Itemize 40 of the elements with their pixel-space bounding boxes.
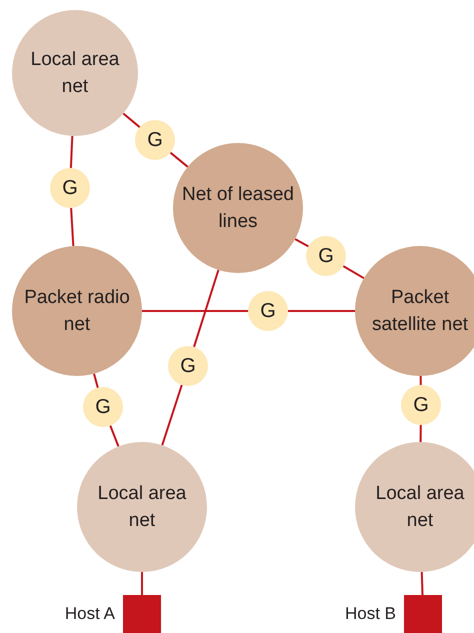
connector-line	[420, 572, 424, 596]
connector-line	[142, 310, 248, 312]
gateway-label: G	[318, 244, 334, 268]
connector-line	[109, 425, 120, 447]
gateway-label: G	[180, 354, 196, 378]
gateway-circle	[83, 387, 123, 427]
gateway-label: G	[413, 392, 429, 418]
connector-line	[70, 136, 74, 168]
network-label: Local area net	[30, 48, 120, 99]
host-label: Host A	[64, 604, 115, 624]
connector-line	[122, 112, 140, 128]
connector-line	[294, 238, 309, 248]
gateway-circle	[168, 346, 208, 386]
connector-line	[193, 270, 220, 348]
connector-line	[70, 208, 74, 246]
network-label: Packet radio net	[23, 286, 131, 337]
gateway-label: G	[95, 394, 111, 420]
gateway-circle	[135, 120, 175, 160]
connector-line	[170, 152, 188, 168]
connector-line	[420, 376, 422, 386]
connector-line	[420, 424, 422, 442]
gateway-circle	[50, 168, 90, 208]
host-square	[123, 595, 161, 633]
gateway-circle	[248, 291, 288, 331]
network-label: Net of leased lines	[181, 183, 295, 234]
network-label: Local area net	[96, 482, 188, 533]
gateway-label: G	[62, 176, 78, 200]
network-label: Packet satellite net	[370, 286, 470, 337]
connector-line	[93, 373, 99, 388]
gateway-circle	[306, 236, 346, 276]
host-square	[404, 595, 442, 633]
gateway-label: G	[260, 298, 276, 324]
connector-line	[141, 572, 143, 595]
gateway-label: G	[147, 128, 163, 152]
host-label: Host B	[344, 604, 396, 624]
connector-line	[161, 384, 183, 446]
network-label: Local area net	[374, 482, 466, 533]
gateway-circle	[401, 385, 441, 425]
connector-line	[288, 310, 355, 312]
connector-line	[342, 265, 364, 280]
